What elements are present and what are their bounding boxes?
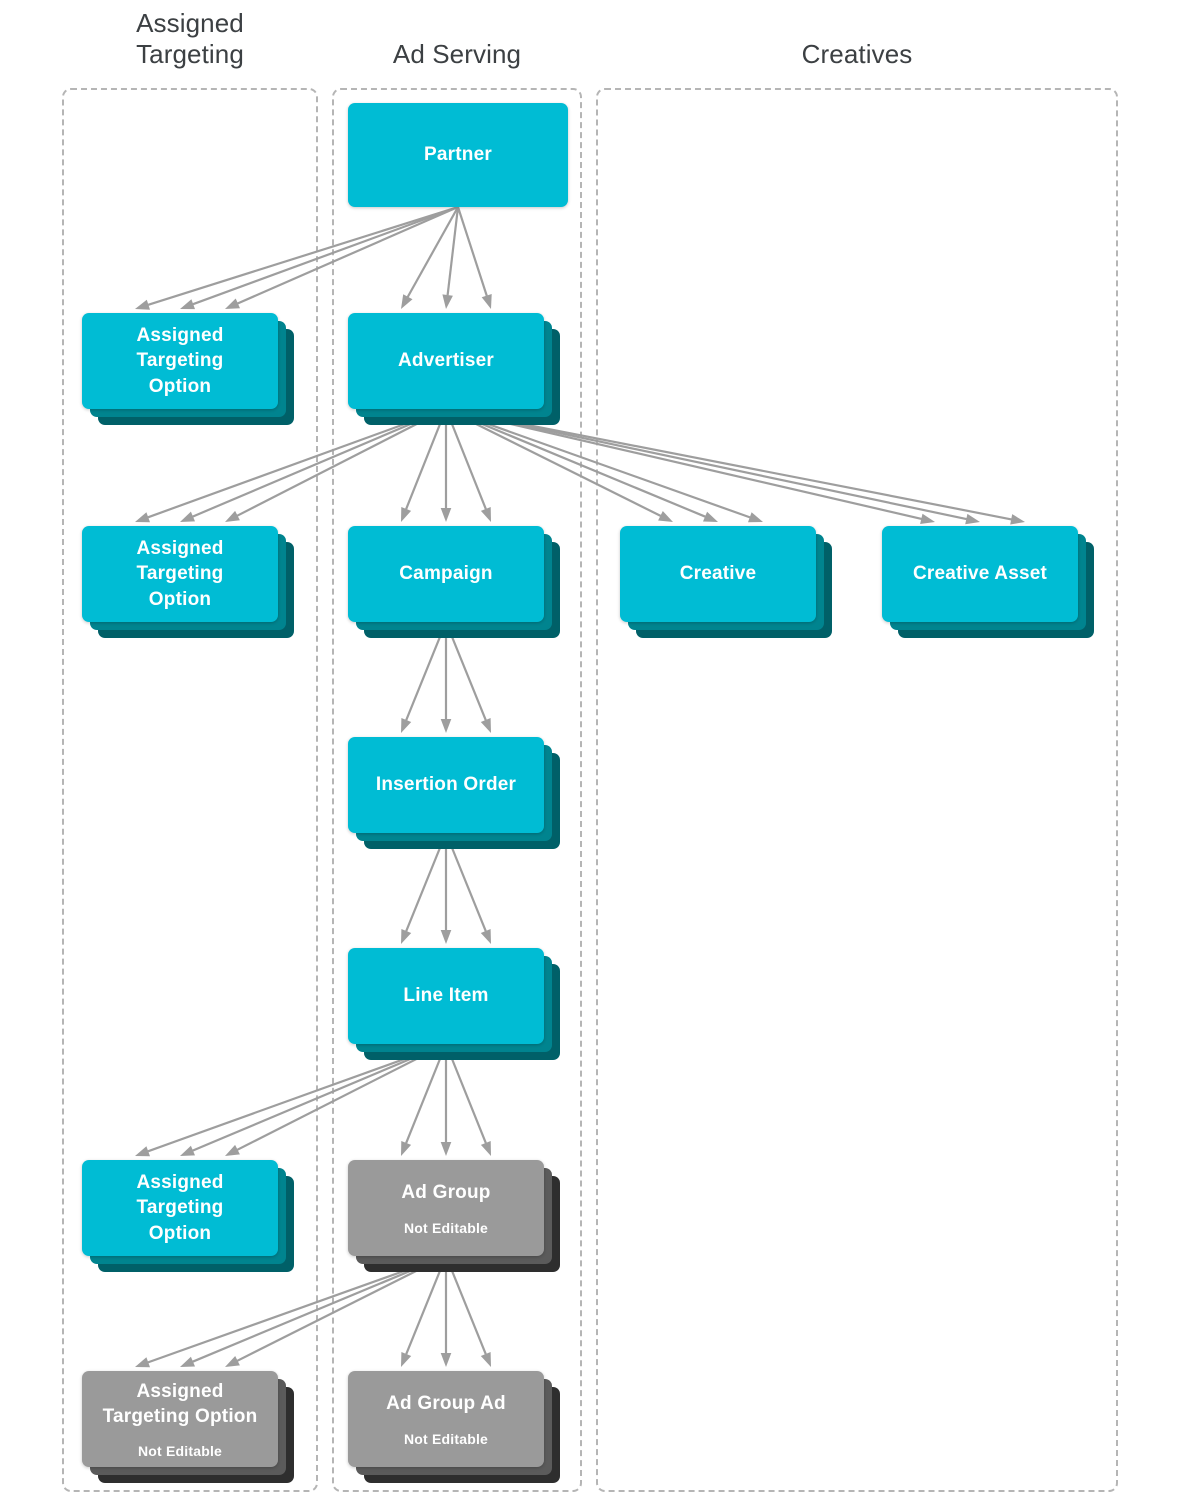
- group-box-ad-serving: [332, 88, 582, 1492]
- column-header-ad-serving: Ad Serving: [392, 39, 522, 69]
- node-partner[interactable]: Partner: [348, 103, 568, 207]
- node-advertiser[interactable]: Advertiser: [348, 313, 560, 425]
- node-title: Line Item: [403, 985, 489, 1007]
- node-title: Campaign: [399, 563, 493, 585]
- node-ato-line-item[interactable]: Assigned Targeting Option: [82, 1160, 294, 1272]
- node-face[interactable]: Ad Group Ad Not Editable: [348, 1371, 544, 1467]
- node-insertion-order[interactable]: Insertion Order: [348, 737, 560, 849]
- node-ato-partner[interactable]: Assigned Targeting Option: [82, 313, 294, 425]
- node-face[interactable]: Partner: [348, 103, 568, 207]
- group-box-assigned-targeting: [62, 88, 318, 1492]
- node-creative[interactable]: Creative: [620, 526, 832, 638]
- node-face[interactable]: Creative Asset: [882, 526, 1078, 622]
- node-ato-advertiser[interactable]: Assigned Targeting Option: [82, 526, 294, 638]
- node-title: Assigned Targeting Option: [136, 325, 224, 397]
- node-ad-group-ad[interactable]: Ad Group Ad Not Editable: [348, 1371, 560, 1483]
- node-title: Ad Group Ad: [386, 1393, 506, 1415]
- node-title: Assigned Targeting Option: [136, 538, 224, 610]
- node-face[interactable]: Assigned Targeting Option: [82, 526, 278, 622]
- node-title: Assigned Targeting Option: [102, 1380, 258, 1427]
- node-title: Insertion Order: [375, 774, 517, 796]
- node-line-item[interactable]: Line Item: [348, 948, 560, 1060]
- node-title: Ad Group: [401, 1182, 491, 1204]
- column-header-creatives: Creatives: [801, 39, 913, 69]
- not-editable-badge: Not Editable: [137, 1443, 223, 1460]
- node-face[interactable]: Campaign: [348, 526, 544, 622]
- node-face[interactable]: Creative: [620, 526, 816, 622]
- node-title: Advertiser: [398, 350, 494, 372]
- node-title: Creative: [679, 563, 757, 585]
- column-header-assigned-targeting: Assigned Targeting: [136, 8, 244, 69]
- node-title: Assigned Targeting Option: [136, 1172, 224, 1244]
- group-box-creatives: [596, 88, 1118, 1492]
- node-face[interactable]: Advertiser: [348, 313, 544, 409]
- node-creative-asset[interactable]: Creative Asset: [882, 526, 1094, 638]
- node-face[interactable]: Assigned Targeting Option: [82, 1160, 278, 1256]
- not-editable-badge: Not Editable: [403, 1430, 489, 1447]
- node-title: Partner: [424, 144, 492, 166]
- node-face[interactable]: Assigned Targeting Option: [82, 313, 278, 409]
- node-face[interactable]: Line Item: [348, 948, 544, 1044]
- node-face[interactable]: Insertion Order: [348, 737, 544, 833]
- not-editable-badge: Not Editable: [403, 1219, 489, 1236]
- node-campaign[interactable]: Campaign: [348, 526, 560, 638]
- node-title: Creative Asset: [912, 563, 1048, 585]
